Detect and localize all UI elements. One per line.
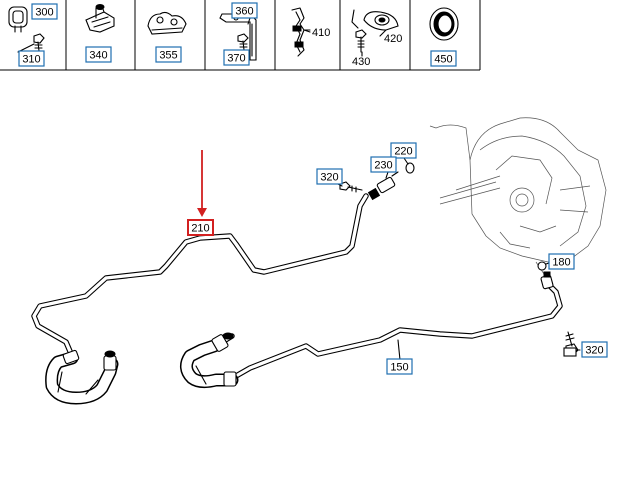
label-430[interactable]: 430	[352, 56, 370, 68]
clip-340-drawing	[85, 4, 115, 33]
label-320-bottom-text: 320	[585, 345, 603, 357]
bolt-430-drawing	[355, 29, 367, 53]
label-320-bottom[interactable]: 320	[581, 341, 608, 358]
transmission-outline	[429, 117, 607, 275]
label-340-text: 340	[89, 50, 107, 62]
highlight-arrow	[197, 150, 207, 217]
holder-410-drawing	[291, 7, 311, 57]
label-180[interactable]: 180	[548, 253, 575, 270]
pipe-210	[31, 193, 369, 359]
label-210-text: 210	[191, 223, 209, 235]
o-ring-220	[405, 162, 415, 174]
fitting-230	[367, 171, 399, 201]
label-450[interactable]: 450	[430, 50, 457, 67]
label-320-top[interactable]: 320	[316, 168, 343, 185]
label-180-text: 180	[552, 257, 570, 269]
label-310[interactable]: 310	[18, 50, 45, 67]
label-310-text: 310	[22, 54, 40, 66]
bolt-320-bottom	[563, 331, 579, 357]
parts-strip	[0, 0, 481, 71]
label-220[interactable]: 220	[390, 142, 417, 159]
label-410-text: 410	[312, 27, 330, 39]
hose-right	[180, 332, 239, 389]
label-360[interactable]: 360	[231, 2, 258, 19]
bolt-370-drawing	[237, 33, 249, 51]
clip-355-drawing	[147, 11, 187, 35]
label-340[interactable]: 340	[85, 46, 112, 63]
label-410[interactable]: 410	[312, 27, 330, 39]
label-355-text: 355	[159, 50, 177, 62]
label-300-text: 300	[35, 7, 53, 19]
label-210[interactable]: 210	[187, 219, 214, 236]
clamp-420-drawing	[351, 9, 399, 31]
label-230-text: 230	[374, 160, 392, 172]
hose-left	[45, 349, 119, 405]
label-370-text: 370	[227, 53, 245, 65]
bolt-310-drawing	[33, 33, 45, 52]
label-150-text: 150	[390, 362, 408, 374]
label-420[interactable]: 420	[384, 33, 402, 45]
label-355[interactable]: 355	[155, 46, 182, 63]
label-230[interactable]: 230	[370, 156, 397, 173]
label-320-top-text: 320	[320, 172, 338, 184]
label-370[interactable]: 370	[223, 49, 250, 66]
grommet-300-drawing	[8, 6, 28, 33]
label-430-text: 430	[352, 56, 370, 68]
label-220-text: 220	[394, 146, 412, 158]
label-450-text: 450	[434, 54, 452, 66]
label-420-text: 420	[384, 33, 402, 45]
fitting-180	[537, 261, 554, 290]
ring-450-drawing	[429, 7, 459, 41]
label-360-text: 360	[235, 6, 253, 18]
label-150[interactable]: 150	[386, 358, 413, 375]
label-300[interactable]: 300	[31, 3, 58, 20]
bolt-320-top	[339, 181, 363, 193]
